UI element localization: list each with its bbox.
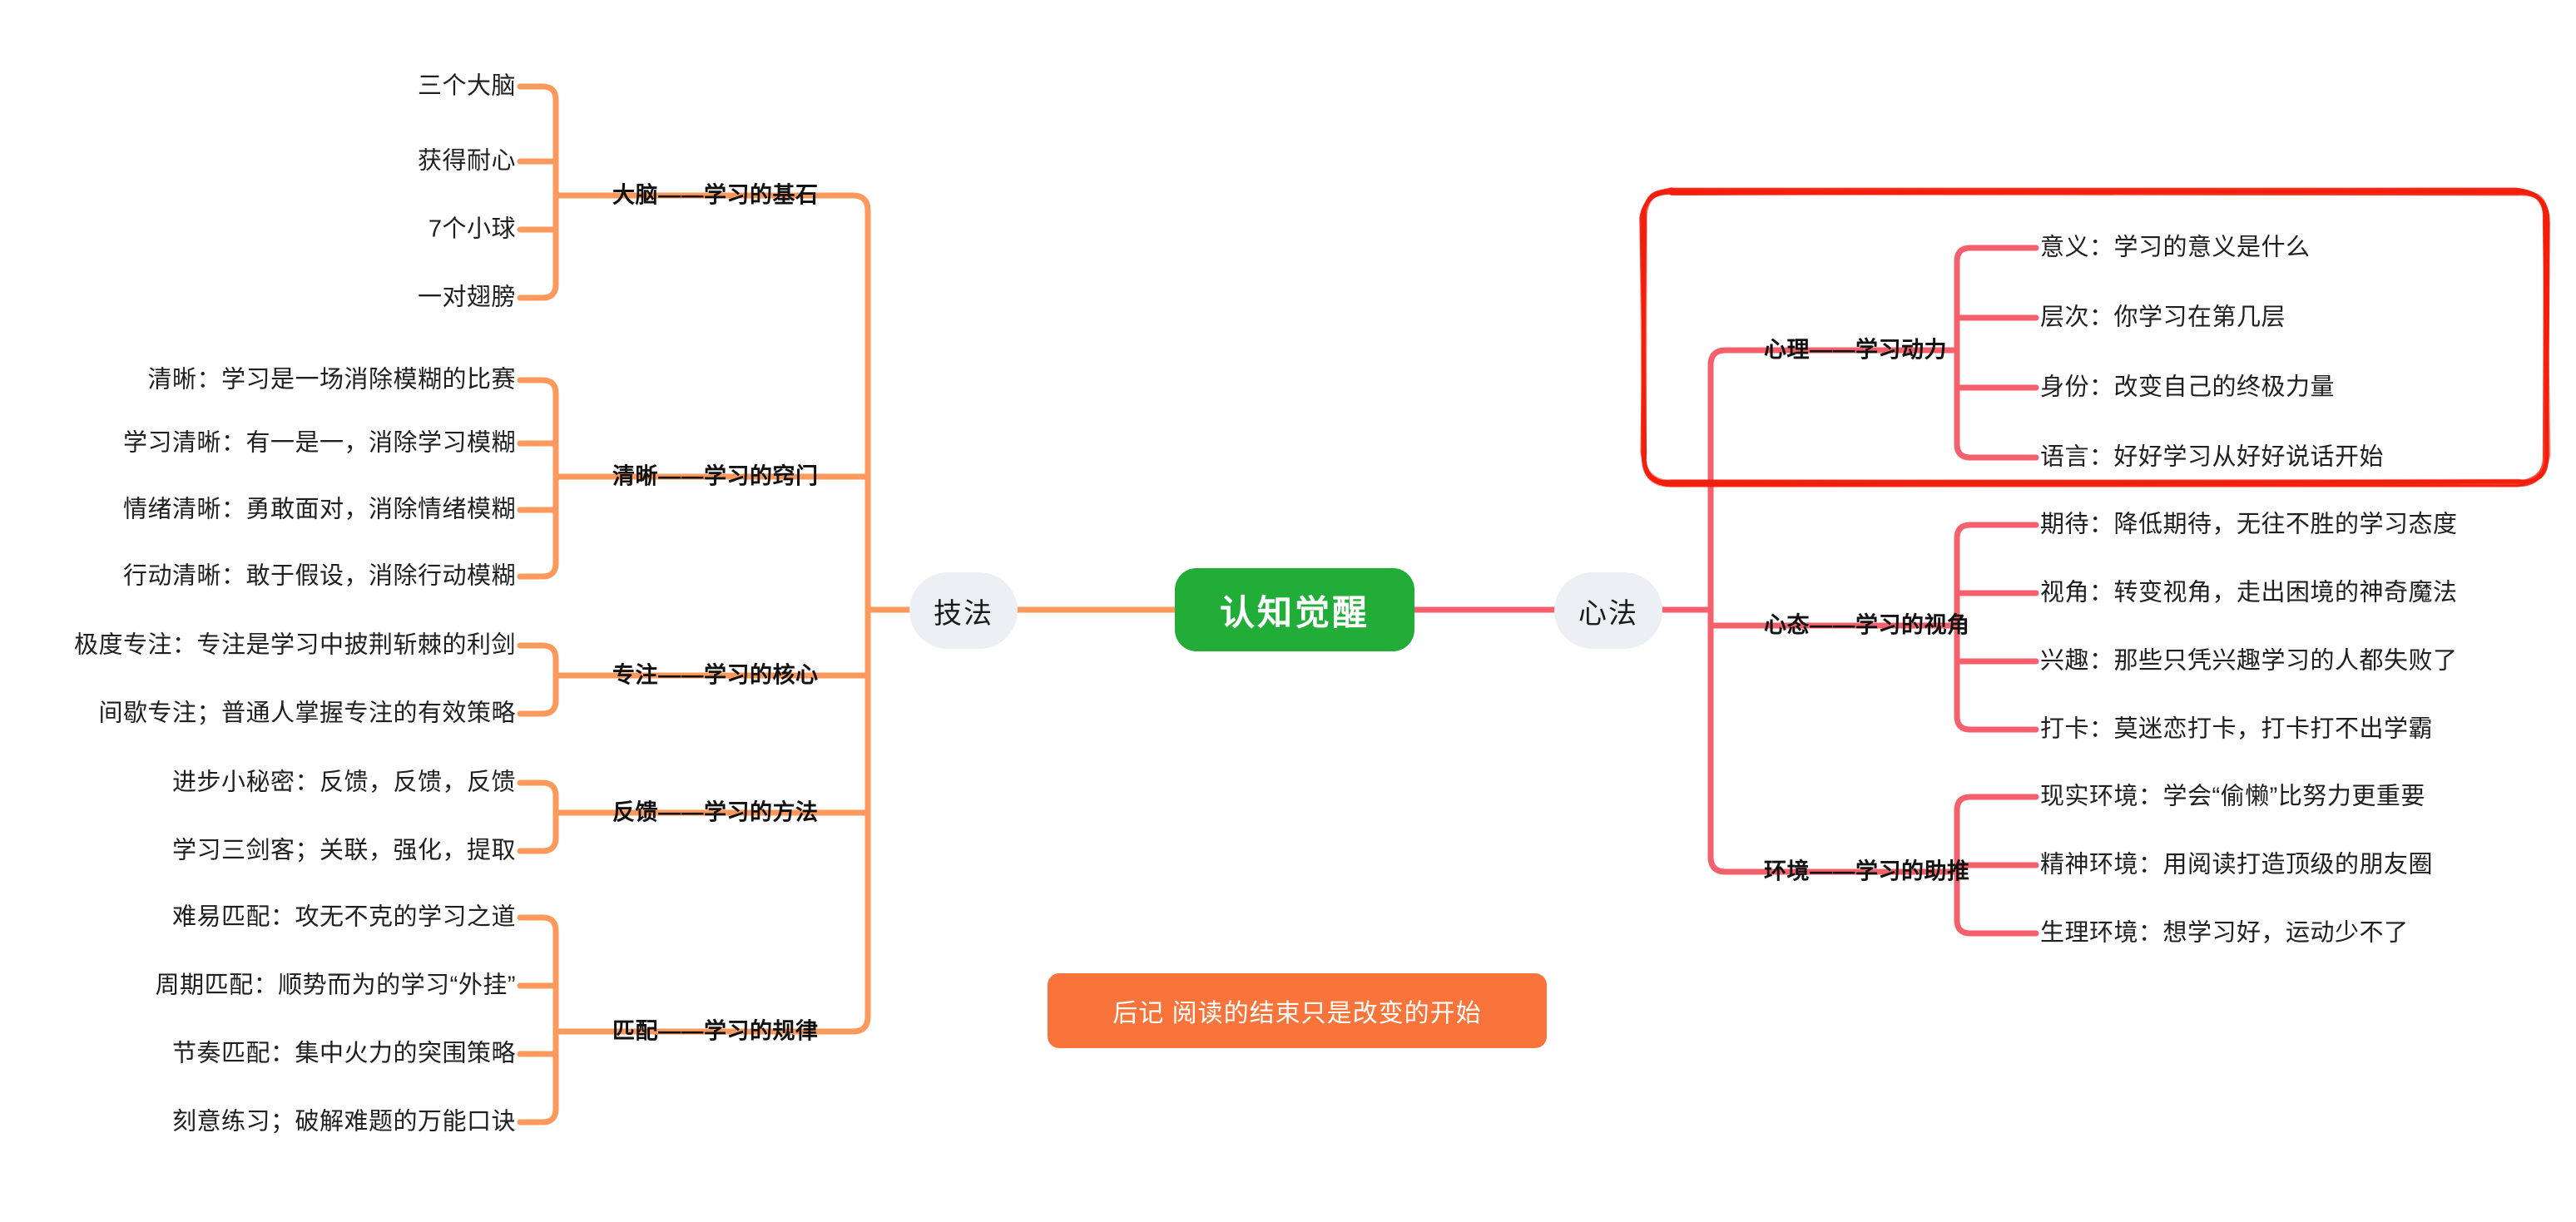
root-label: 认知觉醒 <box>1219 592 1370 632</box>
leaf-label-right-1-0[interactable]: 期待：降低期待，无往不胜的学习态度 <box>2040 511 2458 538</box>
leaf-label-left-2-0[interactable]: 极度专注：专注是学习中披荆斩棘的利剑 <box>73 631 516 659</box>
leaf-label-left-4-2[interactable]: 节奏匹配：集中火力的突围策略 <box>171 1040 516 1067</box>
branch-label-left-4[interactable]: 匹配——学习的规律 <box>612 1018 819 1044</box>
branch-label-left-1[interactable]: 清晰——学习的窍门 <box>612 463 819 489</box>
leaf-label-left-0-3[interactable]: 一对翅膀 <box>417 284 516 311</box>
category-label-left: 技法 <box>934 597 993 630</box>
branch-label-left-2[interactable]: 专注——学习的核心 <box>612 662 819 688</box>
category-node-right[interactable]: 心法 <box>1554 572 1662 649</box>
leaf-label-right-2-0[interactable]: 现实环境：学会“偷懒”比努力更重要 <box>2040 783 2425 810</box>
leaf-label-right-2-2[interactable]: 生理环境：想学习好，运动少不了 <box>2040 919 2409 947</box>
category-label-right: 心法 <box>1578 597 1638 630</box>
leaf-label-left-4-0[interactable]: 难易匹配：攻无不克的学习之道 <box>171 903 516 931</box>
leaf-label-right-0-1[interactable]: 层次：你学习在第几层 <box>2040 304 2286 331</box>
leaf-label-left-0-0[interactable]: 三个大脑 <box>417 72 516 100</box>
leaf-label-right-0-2[interactable]: 身份：改变自己的终极力量 <box>2040 374 2336 401</box>
branch-label-right-1[interactable]: 心态——学习的视角 <box>1764 612 1970 638</box>
leaf-label-left-3-1[interactable]: 学习三剑客；关联，强化，提取 <box>171 837 516 864</box>
leaf-label-left-1-1[interactable]: 学习清晰：有一是一，消除学习模糊 <box>122 429 516 457</box>
epilogue-note-label: 后记 阅读的结束只是改变的开始 <box>1112 1000 1482 1027</box>
leaf-label-left-1-3[interactable]: 行动清晰：敢于假设，消除行动模糊 <box>122 562 516 590</box>
branch-label-right-0[interactable]: 心理——学习动力 <box>1764 337 1947 363</box>
epilogue-note[interactable]: 后记 阅读的结束只是改变的开始 <box>1048 973 1547 1048</box>
leaf-label-right-1-1[interactable]: 视角：转变视角，走出困境的神奇魔法 <box>2040 579 2458 606</box>
leaf-label-right-2-1[interactable]: 精神环境：用阅读打造顶级的朋友圈 <box>2040 851 2434 878</box>
branch-label-left-3[interactable]: 反馈——学习的方法 <box>612 799 819 825</box>
leaf-label-left-3-0[interactable]: 进步小秘密：反馈，反馈，反馈 <box>171 769 516 796</box>
leaf-label-left-1-2[interactable]: 情绪清晰：勇敢面对，消除情绪模糊 <box>122 496 516 523</box>
branch-label-left-0[interactable]: 大脑——学习的基石 <box>612 182 819 208</box>
leaf-label-left-2-1[interactable]: 间歇专注；普通人掌握专注的有效策略 <box>98 700 516 727</box>
leaf-label-left-4-1[interactable]: 周期匹配：顺势而为的学习“外挂” <box>155 972 516 999</box>
branch-label-right-2[interactable]: 环境——学习的助推 <box>1764 858 1970 884</box>
leaf-label-right-1-2[interactable]: 兴趣：那些只凭兴趣学习的人都失败了 <box>2040 647 2458 675</box>
leaf-label-left-0-2[interactable]: 7个小球 <box>428 215 516 243</box>
leaf-label-right-0-3[interactable]: 语言：好好学习从好好说话开始 <box>2040 443 2385 471</box>
leaf-label-right-1-3[interactable]: 打卡：莫迷恋打卡，打卡打不出学霸 <box>2040 715 2434 743</box>
leaf-label-left-0-1[interactable]: 获得耐心 <box>417 147 516 175</box>
root-node[interactable]: 认知觉醒 <box>1175 568 1414 651</box>
leaf-label-left-1-0[interactable]: 清晰：学习是一场消除模糊的比赛 <box>147 366 516 393</box>
category-node-left[interactable]: 技法 <box>909 572 1018 649</box>
leaf-label-left-4-3[interactable]: 刻意练习；破解难题的万能口诀 <box>171 1108 516 1135</box>
leaf-label-right-0-0[interactable]: 意义：学习的意义是什么 <box>2040 234 2311 261</box>
